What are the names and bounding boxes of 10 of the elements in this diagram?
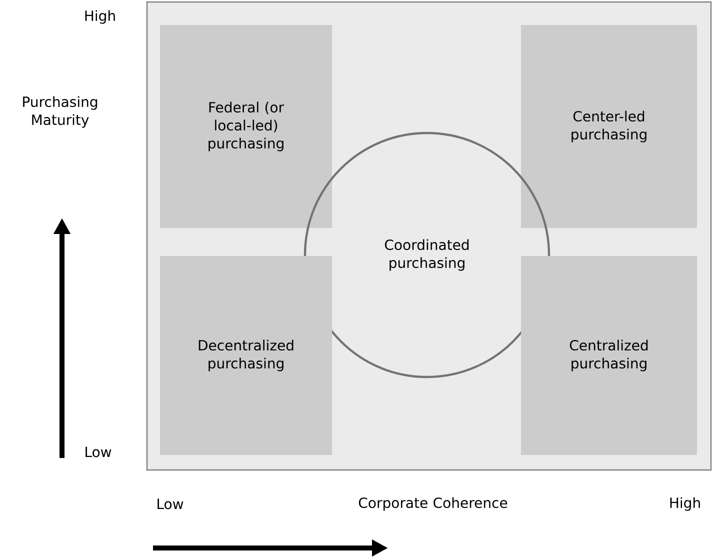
quadrant-box: Decentralized purchasing	[160, 256, 332, 455]
axis-label: Low	[158, 498, 184, 510]
axis-label: High	[670, 497, 700, 511]
quadrant-box: Center-led purchasing	[521, 25, 697, 228]
quadrant-box: Federal (or local-led) purchasing	[160, 25, 332, 228]
axis-label: Low	[86, 446, 112, 458]
axis-label: High	[85, 10, 115, 24]
axis-label: Corporate Coherence	[358, 497, 508, 511]
axis-label: Purchasing Maturity	[23, 96, 98, 128]
quadrant-box: Centralized purchasing	[521, 256, 697, 455]
